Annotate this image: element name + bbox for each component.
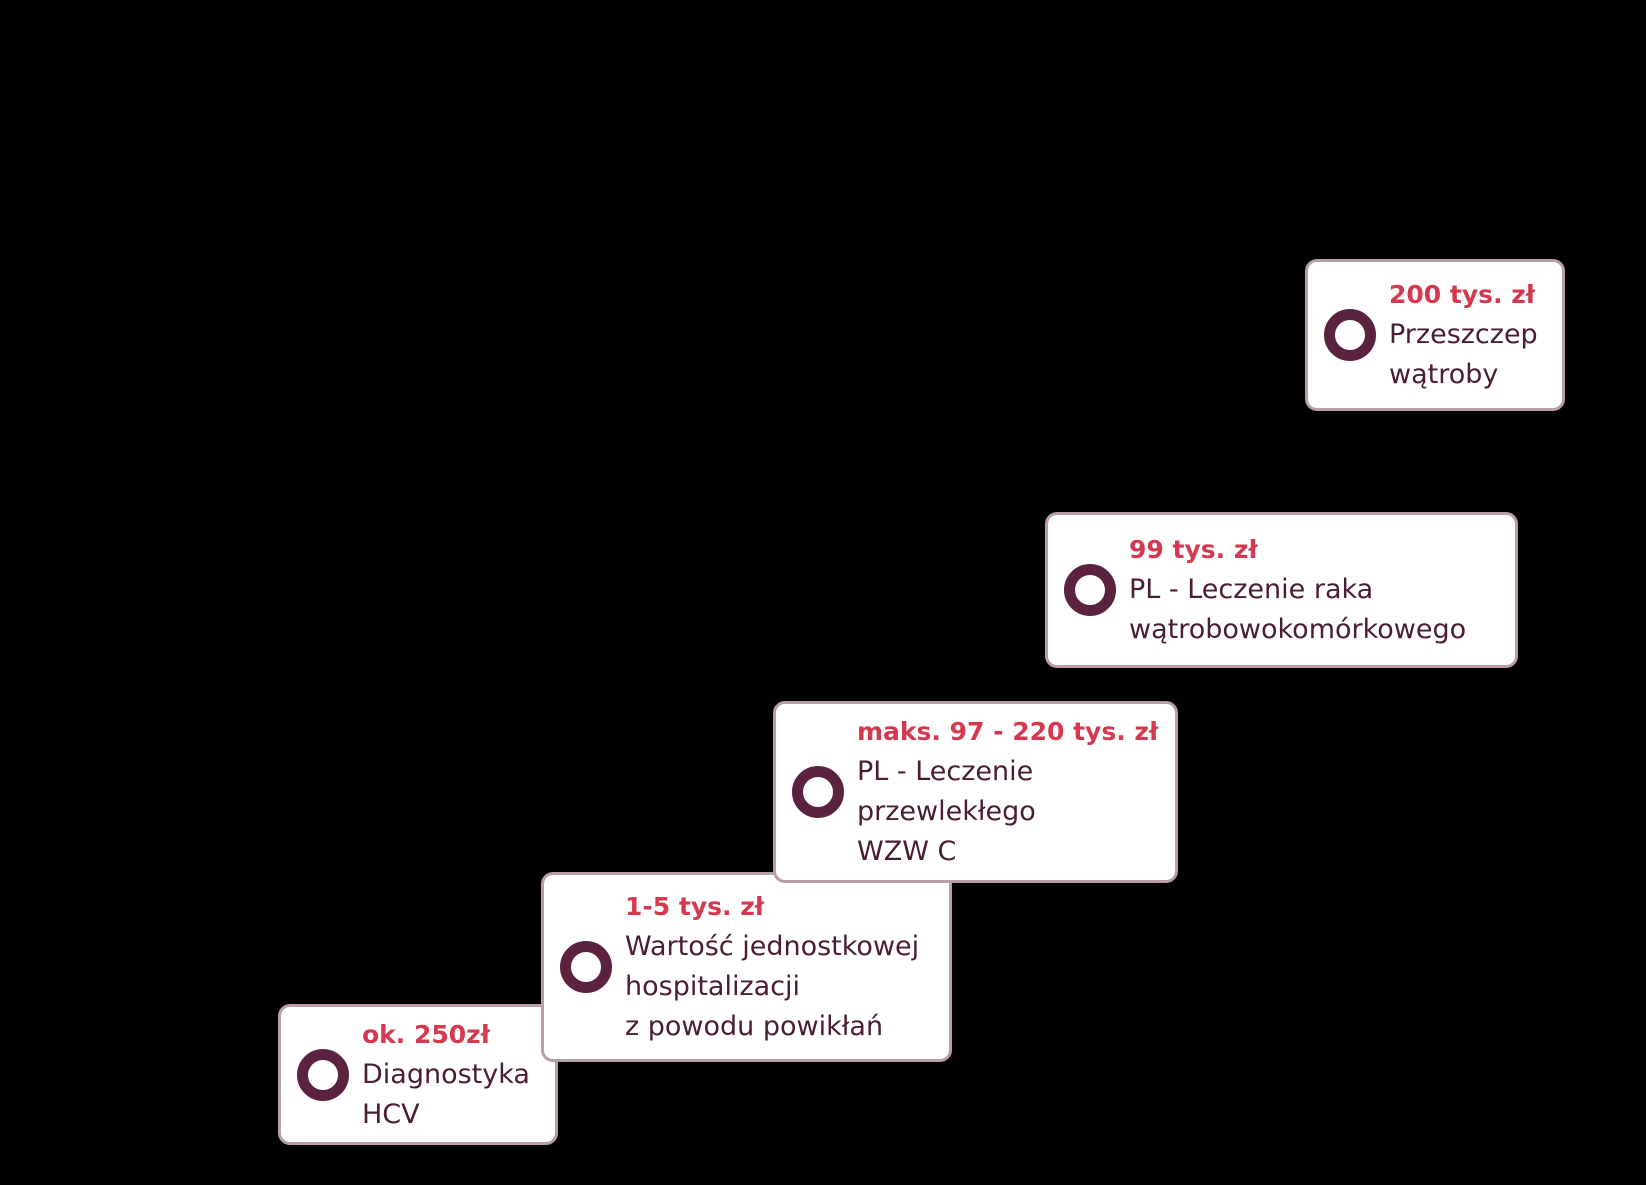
step-label-line: PL - Leczenie xyxy=(857,756,1034,787)
step-text: 1-5 tys. zł Wartość jednostkowej hospita… xyxy=(625,887,919,1047)
step-box-chronic-treatment: maks. 97 - 220 tys. zł PL - Leczenie prz… xyxy=(773,701,1178,883)
step-text: 200 tys. zł Przeszczep wątroby xyxy=(1389,275,1538,395)
step-box-hospitalization: 1-5 tys. zł Wartość jednostkowej hospita… xyxy=(541,872,952,1062)
ring-icon xyxy=(1064,564,1116,616)
ring-icon xyxy=(792,766,844,818)
step-label-line: wątroby xyxy=(1389,359,1499,390)
step-label-line: wątrobowokomórkowego xyxy=(1129,614,1467,645)
step-label-line: z powodu powikłań xyxy=(625,1011,884,1042)
step-amount: maks. 97 - 220 tys. zł xyxy=(857,717,1159,746)
step-amount: 200 tys. zł xyxy=(1389,280,1536,309)
step-box-liver-cancer: 99 tys. zł PL - Leczenie raka wątrobowok… xyxy=(1045,512,1518,668)
step-label-line: Diagnostyka xyxy=(362,1058,530,1090)
step-label-line: hospitalizacji xyxy=(625,971,801,1002)
step-box-liver-transplant: 200 tys. zł Przeszczep wątroby xyxy=(1305,259,1565,411)
step-label-line: WZW C xyxy=(857,836,957,867)
step-amount: ok. 250zł xyxy=(362,1019,491,1049)
step-amount: 99 tys. zł xyxy=(1129,535,1258,564)
step-label-line: Przeszczep xyxy=(1389,319,1538,350)
step-box-diagnostics: ok. 250zł Diagnostyka HCV xyxy=(278,1004,558,1145)
ring-icon xyxy=(1324,309,1376,361)
ring-icon xyxy=(297,1048,349,1101)
step-text: 99 tys. zł PL - Leczenie raka wątrobowok… xyxy=(1129,530,1466,650)
step-label-line: Wartość jednostkowej xyxy=(625,931,920,962)
step-text: maks. 97 - 220 tys. zł PL - Leczenie prz… xyxy=(857,712,1158,872)
step-label-line: PL - Leczenie raka xyxy=(1129,574,1374,605)
step-text: ok. 250zł Diagnostyka HCV xyxy=(362,1015,530,1135)
step-label-line: HCV xyxy=(362,1098,420,1130)
step-amount: 1-5 tys. zł xyxy=(625,892,765,921)
step-label-line: przewlekłego xyxy=(857,796,1036,827)
ring-icon xyxy=(560,941,612,993)
